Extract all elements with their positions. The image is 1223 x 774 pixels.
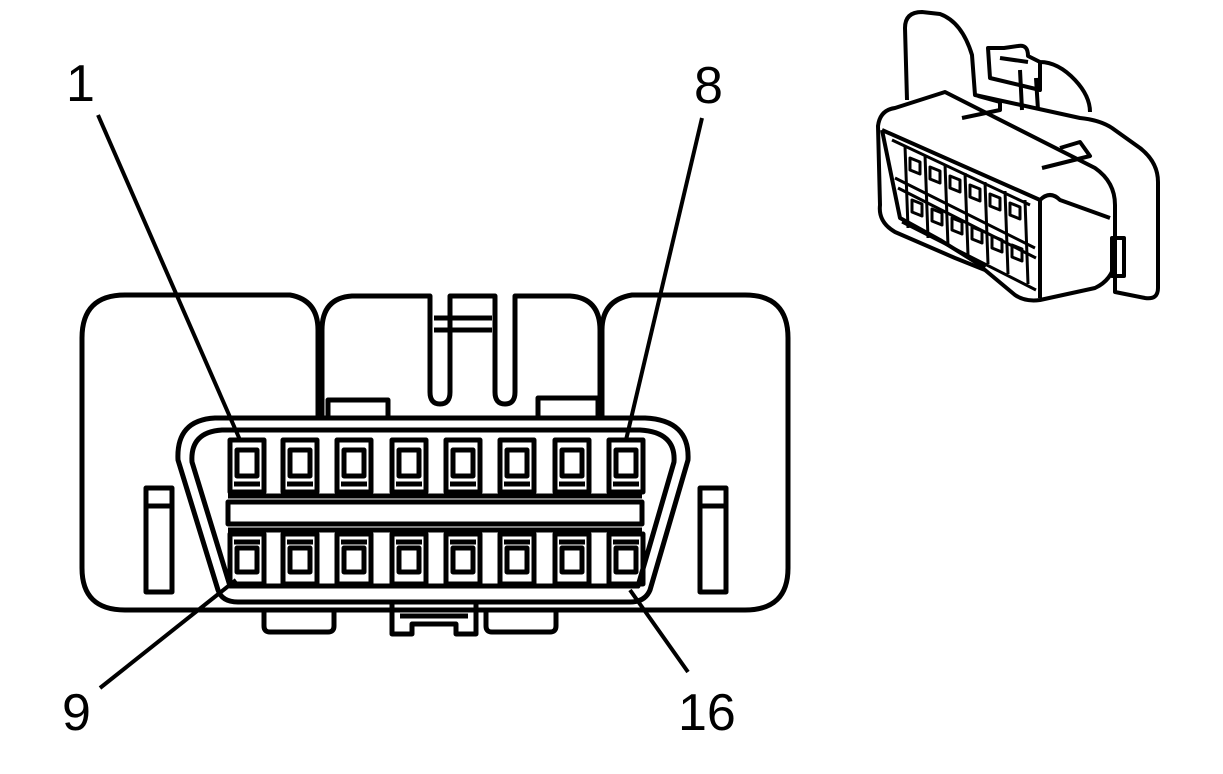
top-tab-right — [535, 395, 601, 416]
bottom-tab-right — [483, 612, 559, 635]
iso-side-slot — [1110, 236, 1126, 278]
pin-cavity — [280, 531, 320, 587]
pin-cavity — [389, 437, 429, 495]
right-side-slot — [697, 485, 729, 595]
iso-face-right — [1038, 193, 1111, 220]
pin-cavity — [334, 531, 374, 587]
iso-latch-line — [999, 56, 1029, 64]
connector-iso-view — [876, 10, 1160, 303]
pin-cavity — [606, 531, 646, 587]
leader-line-pin-1 — [96, 114, 242, 441]
pin-cavity — [280, 437, 320, 495]
pin-cavity — [227, 531, 267, 587]
iso-flange — [903, 10, 1160, 301]
mounting-flange — [79, 292, 791, 613]
pin-cavity — [389, 531, 429, 587]
leader-line-pin-16 — [628, 588, 690, 674]
pin-cavity — [552, 531, 592, 587]
pin-label-9: 9 — [62, 684, 91, 742]
pin-row-bottom — [227, 531, 646, 587]
pin-cavity — [497, 437, 537, 495]
pin-label-16: 16 — [678, 684, 736, 742]
iso-pin-grid — [891, 138, 1037, 292]
pin-label-8: 8 — [694, 57, 723, 115]
iso-side-latch — [1041, 140, 1092, 170]
iso-body — [876, 90, 1117, 303]
leader-line-pin-9 — [98, 578, 238, 690]
pin-cavity — [497, 531, 537, 587]
pin-cavity — [443, 437, 483, 495]
pin-cavity — [334, 437, 374, 495]
iso-top-latch — [986, 43, 1092, 113]
pin-label-1: 1 — [66, 55, 95, 113]
bottom-latch — [389, 602, 479, 637]
top-center-housing — [319, 293, 603, 418]
leader-lines — [96, 114, 704, 690]
pin-cavity — [227, 437, 267, 495]
leader-line-pin-8 — [624, 117, 704, 441]
center-divider — [225, 499, 645, 527]
left-side-slot — [143, 485, 175, 595]
pin-cavity — [552, 437, 592, 495]
iso-latch-arm — [961, 69, 1040, 120]
bottom-tab-left — [261, 612, 337, 635]
connector-body — [175, 415, 691, 605]
top-tab-left — [325, 397, 391, 416]
connector-front-view — [79, 292, 791, 637]
pin-cavity — [443, 531, 483, 587]
pin-row-top — [227, 437, 646, 495]
pin-cavity — [606, 437, 646, 495]
